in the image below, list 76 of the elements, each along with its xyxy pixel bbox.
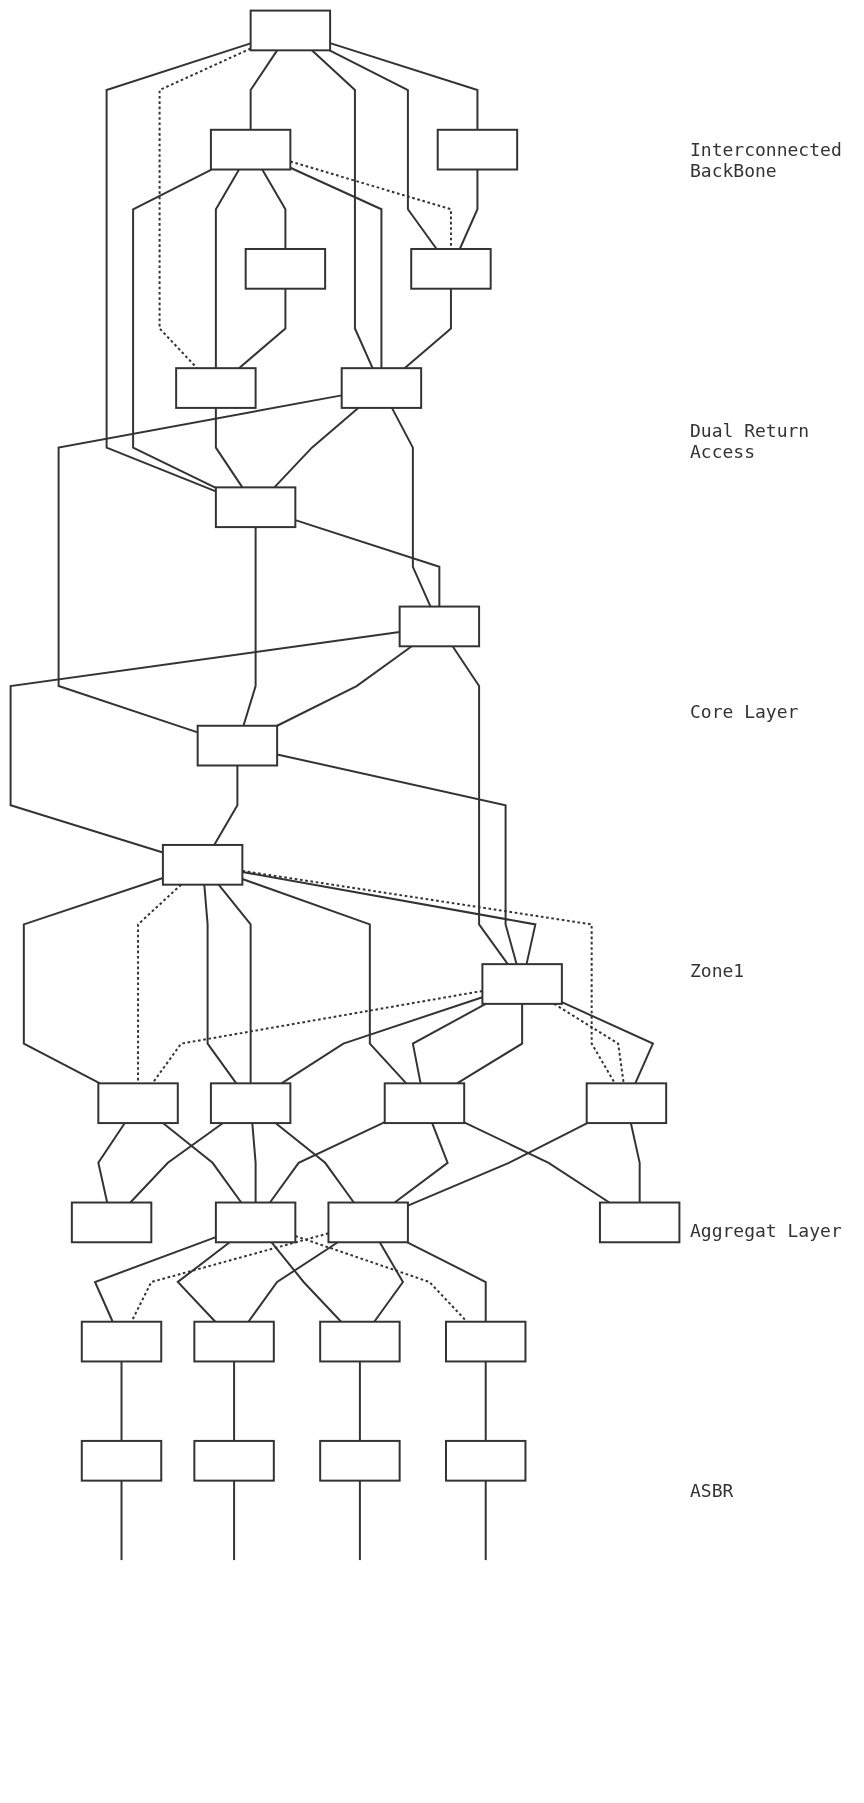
node-box — [97, 1082, 179, 1125]
connector — [484, 1479, 487, 1562]
connector — [97, 1122, 126, 1204]
connector — [629, 1122, 641, 1204]
connector — [242, 526, 257, 727]
node-box — [249, 9, 332, 52]
layer-label: Dual Return Access — [690, 420, 811, 462]
connector — [411, 1002, 487, 1085]
connector — [403, 287, 452, 370]
node-box — [598, 1201, 681, 1244]
layer-label: ASBR — [690, 1479, 735, 1501]
connector — [105, 42, 252, 493]
layer-label: Core Layer — [690, 700, 800, 722]
node-box — [481, 963, 563, 1005]
node-box — [196, 724, 279, 767]
node-box — [319, 1439, 401, 1482]
node-box — [175, 367, 257, 409]
connector — [328, 49, 438, 250]
connector — [249, 49, 279, 131]
node-box — [70, 1201, 153, 1244]
node-box — [327, 1201, 409, 1244]
connector — [233, 1479, 236, 1562]
node-box — [244, 248, 327, 290]
node-box — [193, 1320, 275, 1363]
connector — [214, 406, 244, 489]
connector — [358, 1360, 361, 1442]
node-box — [80, 1320, 163, 1363]
node-box — [410, 248, 492, 290]
connector — [233, 1360, 236, 1442]
node-box — [585, 1082, 668, 1125]
connector — [274, 1122, 355, 1204]
connector — [161, 1122, 243, 1204]
connector — [120, 1479, 123, 1562]
connector — [268, 1121, 386, 1204]
layer-label: Interconnected BackBone — [690, 139, 843, 182]
connector — [358, 1479, 361, 1562]
node-box — [209, 1082, 292, 1125]
connector — [276, 645, 413, 727]
connector — [270, 1241, 343, 1323]
connector — [214, 168, 241, 370]
node-box — [214, 1201, 297, 1244]
node-box — [319, 1320, 401, 1363]
node-box — [445, 1320, 527, 1363]
connector — [390, 406, 432, 608]
connector — [310, 49, 374, 370]
connector — [273, 406, 360, 489]
connector — [158, 47, 252, 370]
connector — [247, 1241, 339, 1323]
node-box — [383, 1082, 466, 1125]
node-box — [445, 1439, 527, 1482]
node-box — [193, 1439, 275, 1482]
connector — [463, 1121, 611, 1204]
connector — [213, 764, 239, 846]
node-box — [80, 1439, 163, 1482]
connector — [120, 1360, 123, 1442]
connector — [484, 1360, 487, 1442]
node-box — [214, 486, 297, 529]
connector — [203, 883, 238, 1085]
connector — [458, 168, 479, 250]
connector — [406, 1241, 487, 1323]
node-box — [436, 128, 519, 171]
connector — [132, 168, 217, 489]
connector — [129, 1122, 225, 1204]
layer-label: Aggregat Layer — [690, 1219, 843, 1241]
connector — [238, 287, 287, 370]
connector — [217, 883, 252, 1085]
node-box — [340, 367, 423, 409]
connector — [553, 1002, 625, 1085]
connector — [261, 168, 287, 250]
node-box — [161, 843, 244, 886]
connector — [451, 645, 509, 966]
connector — [251, 1122, 257, 1204]
node-box — [398, 605, 481, 648]
connector — [456, 1002, 524, 1085]
layer-label: Zone1 — [690, 960, 746, 982]
node-box — [209, 128, 292, 171]
